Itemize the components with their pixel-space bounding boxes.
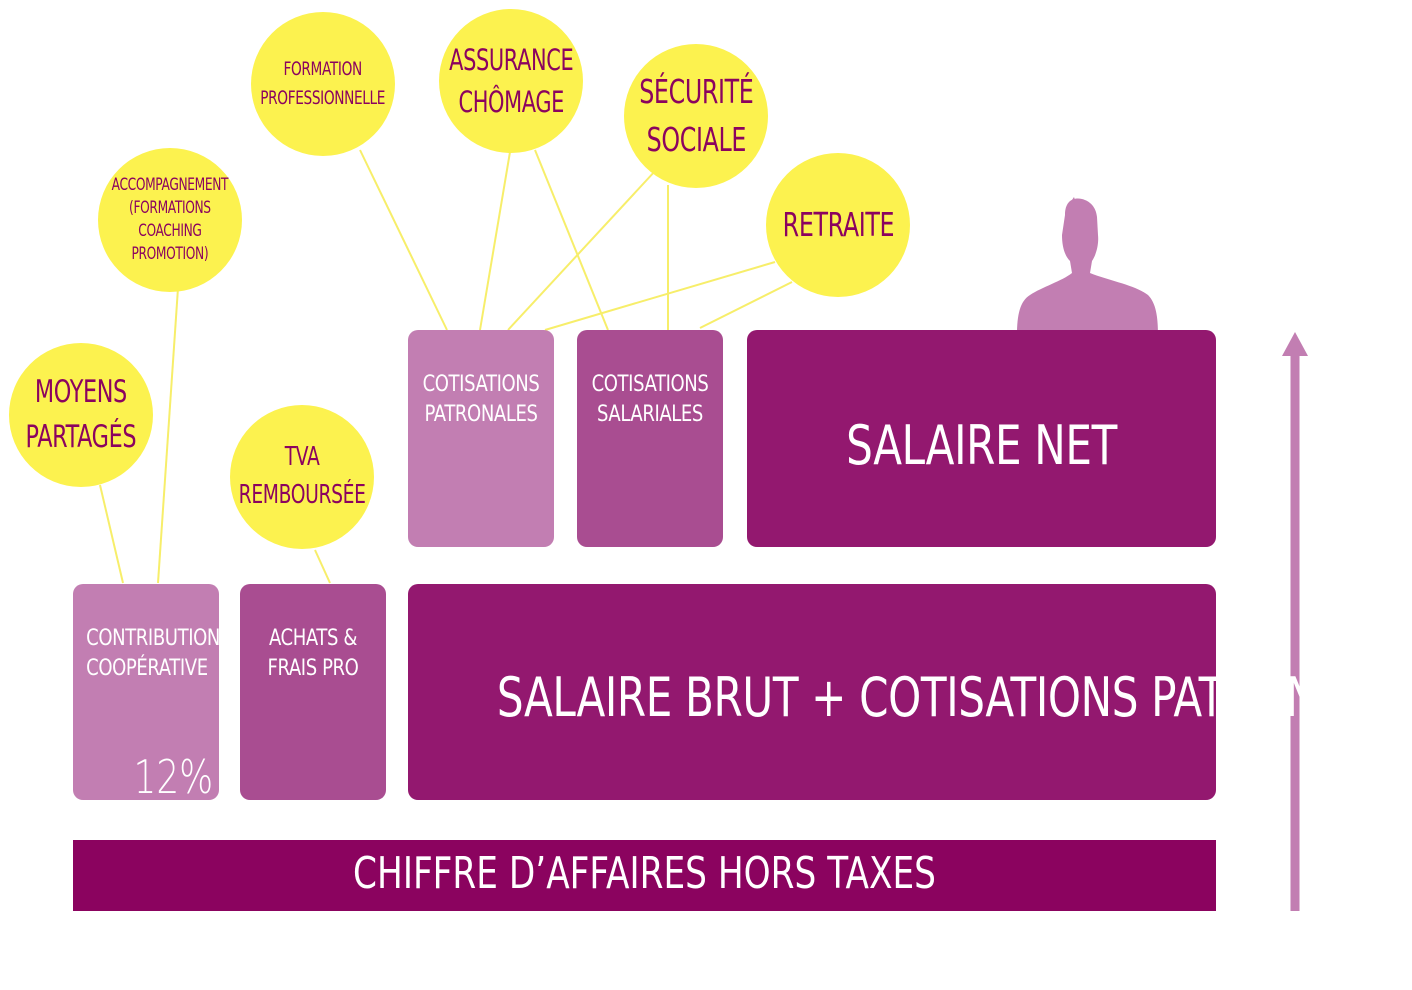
contribution-percent: 12% [133,750,213,804]
bubble-moyens-partages: MOYENS PARTAGÉS [9,343,153,487]
connector-tva-achats [314,549,331,584]
cotisations-salariales-box: COTISATIONS SALARIALES [577,330,723,547]
connector-securite-patronales [507,169,657,331]
bubble-assurance-chomage: ASSURANCE CHÔMAGE [439,9,583,153]
connector-retraite-salariales [699,281,793,329]
person-silhouette-icon [1017,197,1158,335]
salaire-brut-box: SALAIRE BRUT + COTISATIONS PATRONALES [408,584,1412,800]
contribution-cooperative-label: CONTRIBUTION COOPÉRATIVE [86,626,221,681]
achats-frais-label: ACHATS & FRAIS PRO [267,626,359,681]
arrow-up-icon [1282,332,1308,911]
bubble-moyens-partages-label: MOYENS PARTAGÉS [25,374,137,455]
bubble-retraite-label: RETRAITE [782,204,894,244]
cotisations-salariales-label: COTISATIONS SALARIALES [591,372,709,427]
contribution-cooperative-box: CONTRIBUTION COOPÉRATIVE 12% [73,584,221,804]
connector-assurance-patronales [479,151,511,331]
bubble-formation-label: FORMATION PROFESSIONNELLE [260,57,386,109]
salaire-net-label: SALAIRE NET [846,414,1117,477]
connector-assurance-salariales [534,149,609,331]
bubble-tva-label: TVA REMBOURSÉE [238,442,366,510]
connector-accompagnement-contribution [157,287,179,584]
bubble-accompagnement: ACCOMPAGNEMENT (FORMATIONS COACHING PROM… [98,148,242,292]
achats-frais-box: ACHATS & FRAIS PRO [240,584,386,800]
connector-retraite-patronales [544,261,776,331]
chiffre-affaires-label: CHIFFRE D’AFFAIRES HORS TAXES [353,848,936,899]
connector-formation-patronales [359,149,448,331]
cotisations-patronales-label: COTISATIONS PATRONALES [422,372,540,427]
bubble-securite-label: SÉCURITÉ SOCIALE [638,72,754,159]
bubble-accompagnement-label: ACCOMPAGNEMENT (FORMATIONS COACHING PROM… [111,175,229,264]
bubble-securite-sociale: SÉCURITÉ SOCIALE [624,44,768,188]
salaire-net-box: SALAIRE NET [747,330,1216,547]
bubble-tva-remboursee: TVA REMBOURSÉE [230,405,374,549]
salaire-brut-label: SALAIRE BRUT + COTISATIONS PATRONALES [496,666,1412,729]
connector-moyens-contribution [99,484,124,584]
chiffre-affaires-bar: CHIFFRE D’AFFAIRES HORS TAXES [73,840,1216,911]
cotisations-patronales-box: COTISATIONS PATRONALES [408,330,554,547]
bubble-assurance-label: ASSURANCE CHÔMAGE [448,42,574,119]
bubble-retraite: RETRAITE [766,153,910,297]
bubble-formation-professionnelle: FORMATION PROFESSIONNELLE [251,12,395,156]
